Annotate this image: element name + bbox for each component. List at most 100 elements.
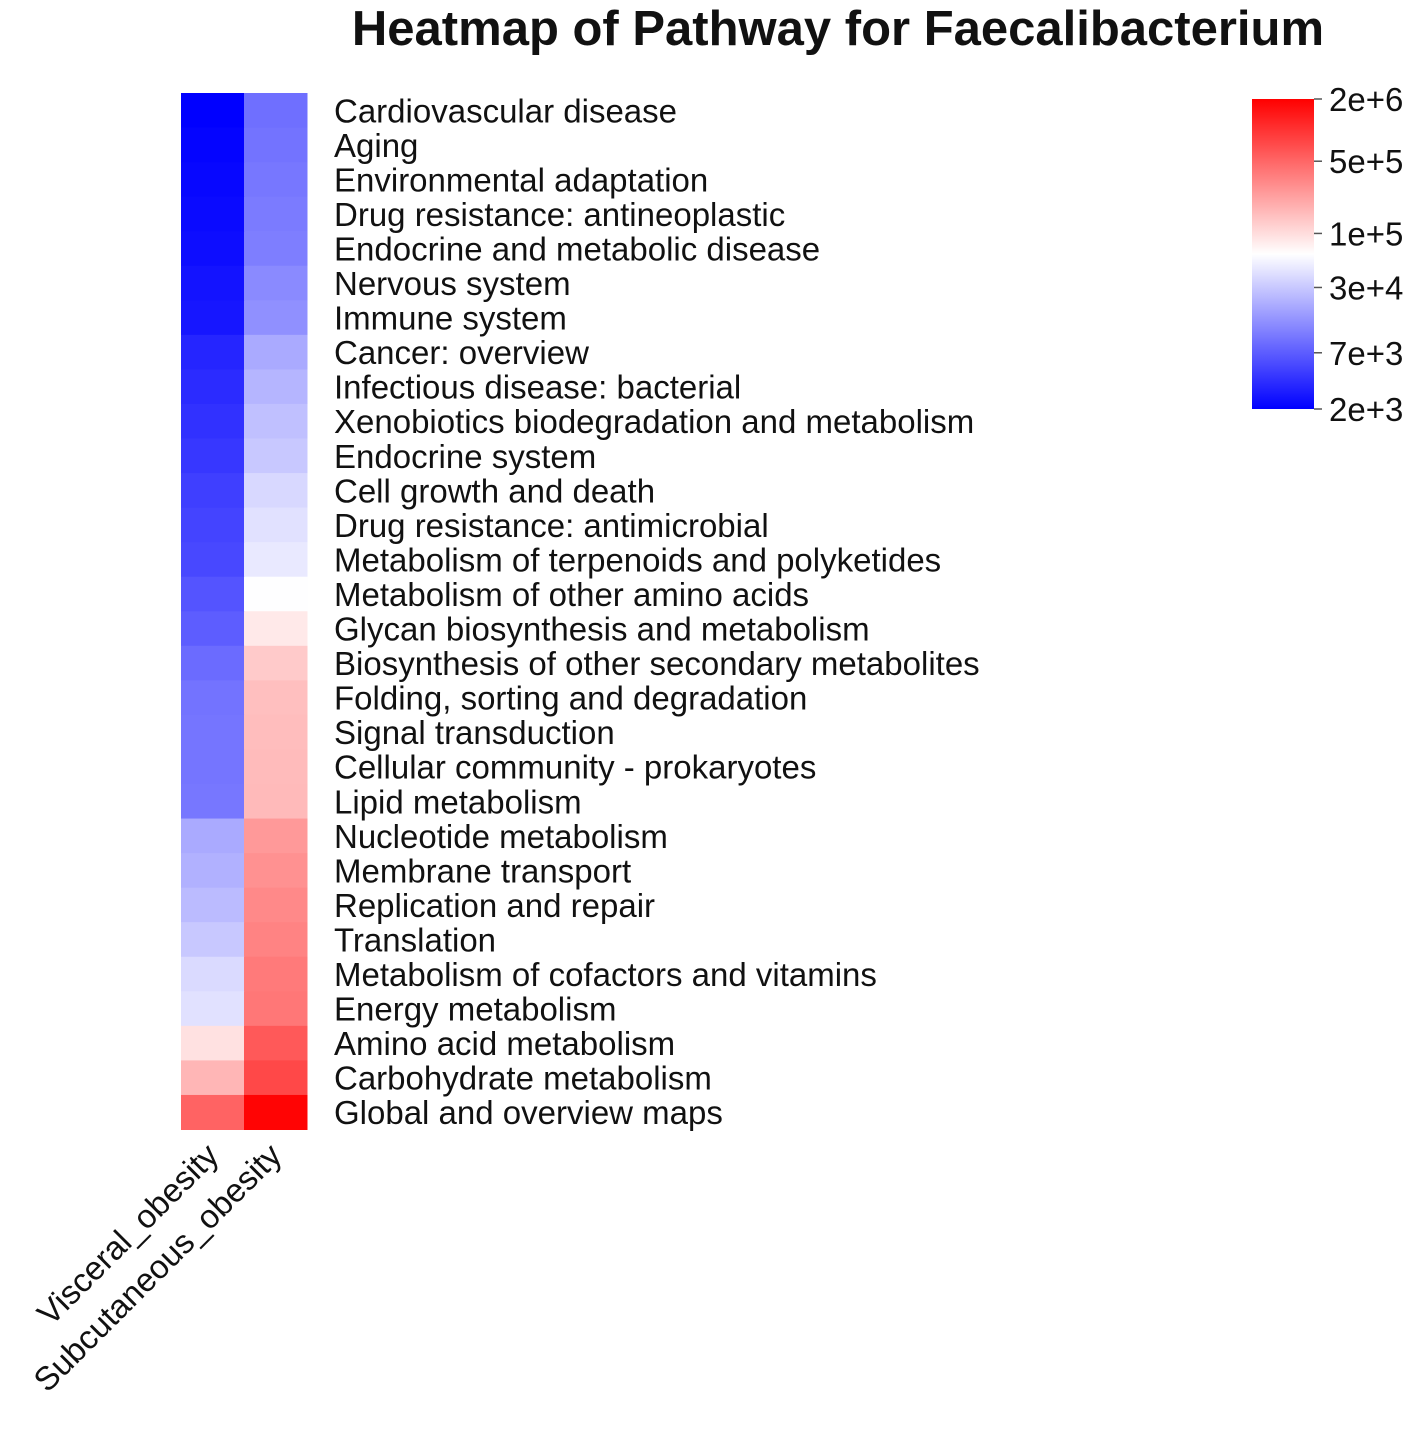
heatmap-cell	[244, 818, 308, 854]
row-label: Energy metabolism	[334, 991, 616, 1028]
heatmap-cell	[244, 1060, 308, 1096]
heatmap-cell	[181, 369, 245, 405]
row-label: Aging	[334, 127, 418, 164]
heatmap-cell	[181, 818, 245, 854]
heatmap-cell	[181, 403, 245, 439]
row-label: Environmental adaptation	[334, 161, 708, 198]
row-label: Cardiovascular disease	[334, 92, 677, 129]
heatmap-cell	[181, 93, 245, 129]
row-label: Lipid metabolism	[334, 783, 582, 820]
heatmap-cell	[181, 196, 245, 232]
heatmap-cell	[181, 473, 245, 509]
row-label: Endocrine and metabolic disease	[334, 230, 820, 267]
heatmap-cell	[181, 507, 245, 543]
heatmap-cell	[181, 1025, 245, 1061]
heatmap-cell	[181, 162, 245, 198]
legend-color-bar	[1252, 99, 1314, 409]
row-label: Metabolism of terpenoids and polyketides	[334, 541, 941, 578]
heatmap-cell	[181, 749, 245, 785]
heatmap-cell	[181, 300, 245, 336]
legend-ticks: 2e+65e+51e+53e+47e+32e+3	[1314, 81, 1403, 428]
legend-tick-label: 7e+3	[1329, 335, 1403, 372]
legend-tick-label: 2e+3	[1329, 391, 1403, 428]
heatmap-cell	[181, 1060, 245, 1096]
heatmap-cell	[244, 645, 308, 681]
heatmap-cell	[181, 991, 245, 1027]
row-label: Signal transduction	[334, 714, 615, 751]
heatmap-cell	[181, 887, 245, 923]
heatmap-cell	[244, 93, 308, 129]
row-label: Folding, sorting and degradation	[334, 680, 807, 717]
heatmap-cell	[244, 473, 308, 509]
heatmap-cell	[244, 853, 308, 889]
heatmap-cell	[244, 1094, 308, 1130]
heatmap-cell	[181, 611, 245, 647]
row-label: Metabolism of other amino acids	[334, 576, 809, 613]
row-label: Drug resistance: antineoplastic	[334, 196, 785, 233]
heatmap-cell	[244, 956, 308, 992]
row-label: Nucleotide metabolism	[334, 818, 668, 855]
heatmap-cell	[244, 611, 308, 647]
row-label: Carbohydrate metabolism	[334, 1060, 712, 1097]
heatmap-cell	[244, 162, 308, 198]
row-label: Cell growth and death	[334, 472, 655, 509]
heatmap-cell	[244, 300, 308, 336]
heatmap-cell	[181, 576, 245, 612]
heatmap-cell	[244, 196, 308, 232]
heatmap-cell	[181, 714, 245, 750]
row-label: Glycan biosynthesis and metabolism	[334, 611, 870, 648]
heatmap-cell	[244, 438, 308, 474]
heatmap-cell	[244, 507, 308, 543]
row-label: Global and overview maps	[334, 1094, 723, 1131]
row-label: Membrane transport	[334, 852, 631, 889]
row-label: Biosynthesis of other secondary metaboli…	[334, 645, 980, 682]
heatmap-cell	[244, 887, 308, 923]
row-label: Xenobiotics biodegradation and metabolis…	[334, 403, 974, 440]
heatmap-cell	[181, 127, 245, 163]
legend-tick-label: 2e+6	[1329, 81, 1403, 118]
row-label: Replication and repair	[334, 887, 655, 924]
heatmap-cell	[244, 922, 308, 958]
row-label: Immune system	[334, 300, 567, 337]
heatmap-cell	[181, 784, 245, 820]
heatmap-cell	[244, 991, 308, 1027]
row-label: Amino acid metabolism	[334, 1025, 675, 1062]
legend-tick-label: 1e+5	[1329, 215, 1403, 252]
heatmap-cell	[181, 1094, 245, 1130]
heatmap-cell	[244, 784, 308, 820]
row-label: Metabolism of cofactors and vitamins	[334, 956, 877, 993]
row-label: Translation	[334, 921, 496, 958]
heatmap-cell	[244, 127, 308, 163]
heatmap-cell	[244, 680, 308, 716]
row-label: Endocrine system	[334, 438, 596, 475]
heatmap-cell	[181, 853, 245, 889]
row-label: Cellular community - prokaryotes	[334, 749, 816, 786]
heatmap-cell	[244, 576, 308, 612]
heatmap-cell	[244, 369, 308, 405]
column-label: Subcutaneous_obesity	[26, 1136, 289, 1399]
heatmap-cells	[181, 93, 308, 1130]
row-label: Drug resistance: antimicrobial	[334, 507, 769, 544]
chart-title: Heatmap of Pathway for Faecalibacterium	[352, 2, 1324, 56]
heatmap-cell	[244, 749, 308, 785]
heatmap-cell	[181, 680, 245, 716]
row-labels: Cardiovascular diseaseAgingEnvironmental…	[334, 92, 980, 1131]
heatmap-cell	[181, 542, 245, 578]
heatmap-cell	[244, 542, 308, 578]
heatmap-cell	[181, 922, 245, 958]
color-legend: 2e+65e+51e+53e+47e+32e+3	[1252, 81, 1403, 428]
heatmap-cell	[244, 265, 308, 301]
row-label: Nervous system	[334, 265, 571, 302]
heatmap-cell	[181, 231, 245, 267]
heatmap-cell	[181, 956, 245, 992]
heatmap-cell	[244, 403, 308, 439]
heatmap-cell	[181, 645, 245, 681]
heatmap-cell	[181, 265, 245, 301]
row-label: Cancer: overview	[334, 334, 589, 371]
row-label: Infectious disease: bacterial	[334, 369, 741, 406]
heatmap-cell	[181, 334, 245, 370]
heatmap-cell	[244, 231, 308, 267]
